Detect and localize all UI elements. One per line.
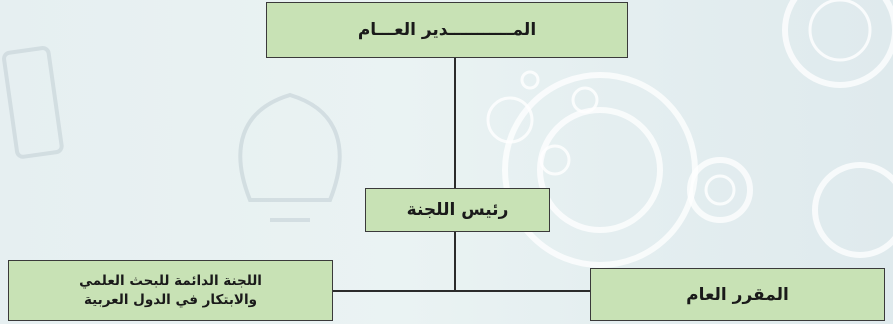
general-manager-label: المـــــــــــدير العـــام xyxy=(357,20,537,40)
standing-committee-line1: اللجنة الدائمة للبحث العلمي xyxy=(79,273,262,290)
standing-committee-line2: والابتكار في الدول العربية xyxy=(83,291,258,308)
connector-manager-to-chair xyxy=(454,58,456,188)
general-manager-box: المـــــــــــدير العـــام xyxy=(266,2,628,58)
connector-horizontal-branch xyxy=(333,290,590,292)
committee-chair-label: رئيس اللجنة xyxy=(406,200,509,220)
standing-committee-box: اللجنة الدائمة للبحث العلمي والابتكار في… xyxy=(8,260,333,321)
connector-chair-to-branches xyxy=(454,232,456,292)
committee-chair-box: رئيس اللجنة xyxy=(365,188,550,232)
general-rapporteur-label: المقرر العام xyxy=(686,284,789,305)
general-rapporteur-box: المقرر العام xyxy=(590,268,885,321)
